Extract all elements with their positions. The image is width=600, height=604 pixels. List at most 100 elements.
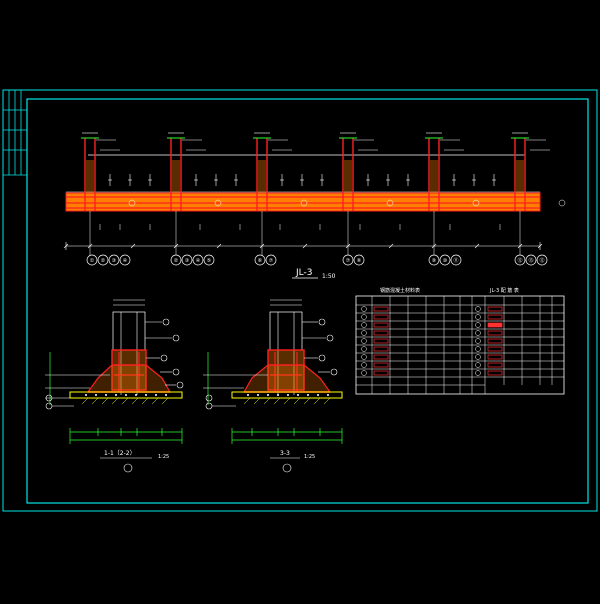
section2-title: 3-3: [280, 450, 290, 457]
column-fill: [344, 160, 352, 193]
pile-marker: [558, 199, 566, 207]
table-bubble: [361, 330, 367, 336]
axis-bubble-label: ②: [101, 258, 106, 264]
axis-bubble-label: ②: [174, 258, 179, 264]
column-fill: [258, 160, 266, 193]
axis-bubble: [119, 254, 131, 266]
axis-bubble-label: ⑨: [432, 258, 436, 264]
table-rebar-shape: [373, 314, 389, 320]
table-bubble: [475, 362, 481, 368]
table-rebar-shape: [373, 346, 389, 352]
dim-tick: [345, 243, 351, 249]
axis-bubble: [536, 254, 548, 266]
pile-marker: [214, 199, 222, 207]
table-bubble: [361, 306, 367, 312]
table-bubble: [361, 314, 367, 320]
section1-ref-bubble: [123, 463, 133, 473]
pile-marker: [128, 199, 136, 207]
table-rebar-shape: [373, 338, 389, 344]
table-rebar-shape: [487, 306, 503, 312]
table-bubble: [475, 306, 481, 312]
section1-scale: 1:25: [158, 454, 169, 460]
axis-bubble-label: ⑪: [453, 257, 458, 264]
pile-marker: [472, 199, 480, 207]
elevation-scale: 1:50: [322, 273, 336, 280]
table-rebar-shape: [487, 338, 503, 344]
dim-tick: [302, 243, 308, 249]
table-rebar-shape: [487, 322, 503, 328]
column-fill: [516, 160, 524, 193]
table-rebar-shape: [487, 330, 503, 336]
axis-bubble: [192, 254, 204, 266]
table-bubble: [361, 370, 367, 376]
table-rebar-shape: [373, 354, 389, 360]
axis-bubble-label: ⑥: [258, 258, 263, 264]
dim-tick: [130, 243, 136, 249]
section2-ref-bubble: [282, 463, 292, 473]
table-bubble: [361, 338, 367, 344]
axis-bubble: [428, 254, 440, 266]
axis-bubble-label: ④: [123, 258, 128, 264]
axis-bubble-label: ④: [196, 258, 201, 264]
axis-bubble: [525, 254, 537, 266]
dim-tick: [388, 243, 394, 249]
axis-bubble-label: ⑦: [269, 258, 274, 264]
axis-bubble: [342, 254, 354, 266]
column-fill: [172, 160, 180, 193]
axis-bubble-label: ③: [185, 258, 189, 264]
table-bubble: [475, 338, 481, 344]
column-fill: [86, 160, 94, 193]
dim-tick: [87, 243, 93, 249]
inner-drawing-frame: [26, 98, 589, 504]
axis-bubble-label: ⑧: [357, 258, 362, 264]
axis-bubble-label: ⑤: [207, 258, 211, 264]
table-rebar-shape: [373, 306, 389, 312]
table2-title: JL-3 配 筋 表: [489, 287, 519, 294]
axis-bubble-label: ①: [90, 258, 95, 264]
dim-tick: [537, 243, 543, 249]
rebar-tables: 钢筋混凝土材料表 JL-3 配 筋 表: [355, 287, 565, 395]
section-1-1: 1-1（2-2） 1:25: [45, 299, 184, 473]
axis-bubble: [181, 254, 193, 266]
axis-bubble-label: ③: [112, 258, 116, 264]
table-bubble: [475, 346, 481, 352]
dim-tick: [474, 243, 480, 249]
axis-bubble: [97, 254, 109, 266]
table-bubble: [361, 346, 367, 352]
table-rebar-shape: [373, 362, 389, 368]
dim-tick: [216, 243, 222, 249]
table1-title: 钢筋混凝土材料表: [380, 287, 420, 294]
dim-tick: [173, 243, 179, 249]
axis-bubble: [265, 254, 277, 266]
axis-bubble-label: ⑩: [443, 258, 448, 264]
table-bubble: [475, 322, 481, 328]
axis-bubble: [170, 254, 182, 266]
axis-bubble: [108, 254, 120, 266]
axis-bubble-label: ⑦: [346, 258, 351, 264]
pile-marker: [386, 199, 394, 207]
axis-bubble: [203, 254, 215, 266]
axis-bubble: [254, 254, 266, 266]
axis-bubble: [353, 254, 365, 266]
dim-tick: [259, 243, 265, 249]
binding-strip: [3, 90, 27, 176]
table-bubble: [361, 354, 367, 360]
section2-scale: 1:25: [304, 454, 315, 460]
dim-tick: [431, 243, 437, 249]
axis-bubble: [439, 254, 451, 266]
dim-tick: [517, 243, 523, 249]
elevation-title: JL-3: [295, 268, 312, 278]
table-bubble: [361, 322, 367, 328]
section1-title: 1-1（2-2）: [104, 450, 136, 457]
axis-bubble-label: ⑫: [517, 257, 522, 264]
axis-bubble: [86, 254, 98, 266]
axis-bubble: [514, 254, 526, 266]
outer-sheet-frame: [2, 89, 598, 512]
section-3-3: 3-3 1:25: [203, 299, 343, 473]
table-bubble: [475, 314, 481, 320]
table-rebar-shape: [487, 370, 503, 376]
pile-marker: [300, 199, 308, 207]
table-rebar-shape: [487, 354, 503, 360]
table-rebar-shape: [373, 370, 389, 376]
